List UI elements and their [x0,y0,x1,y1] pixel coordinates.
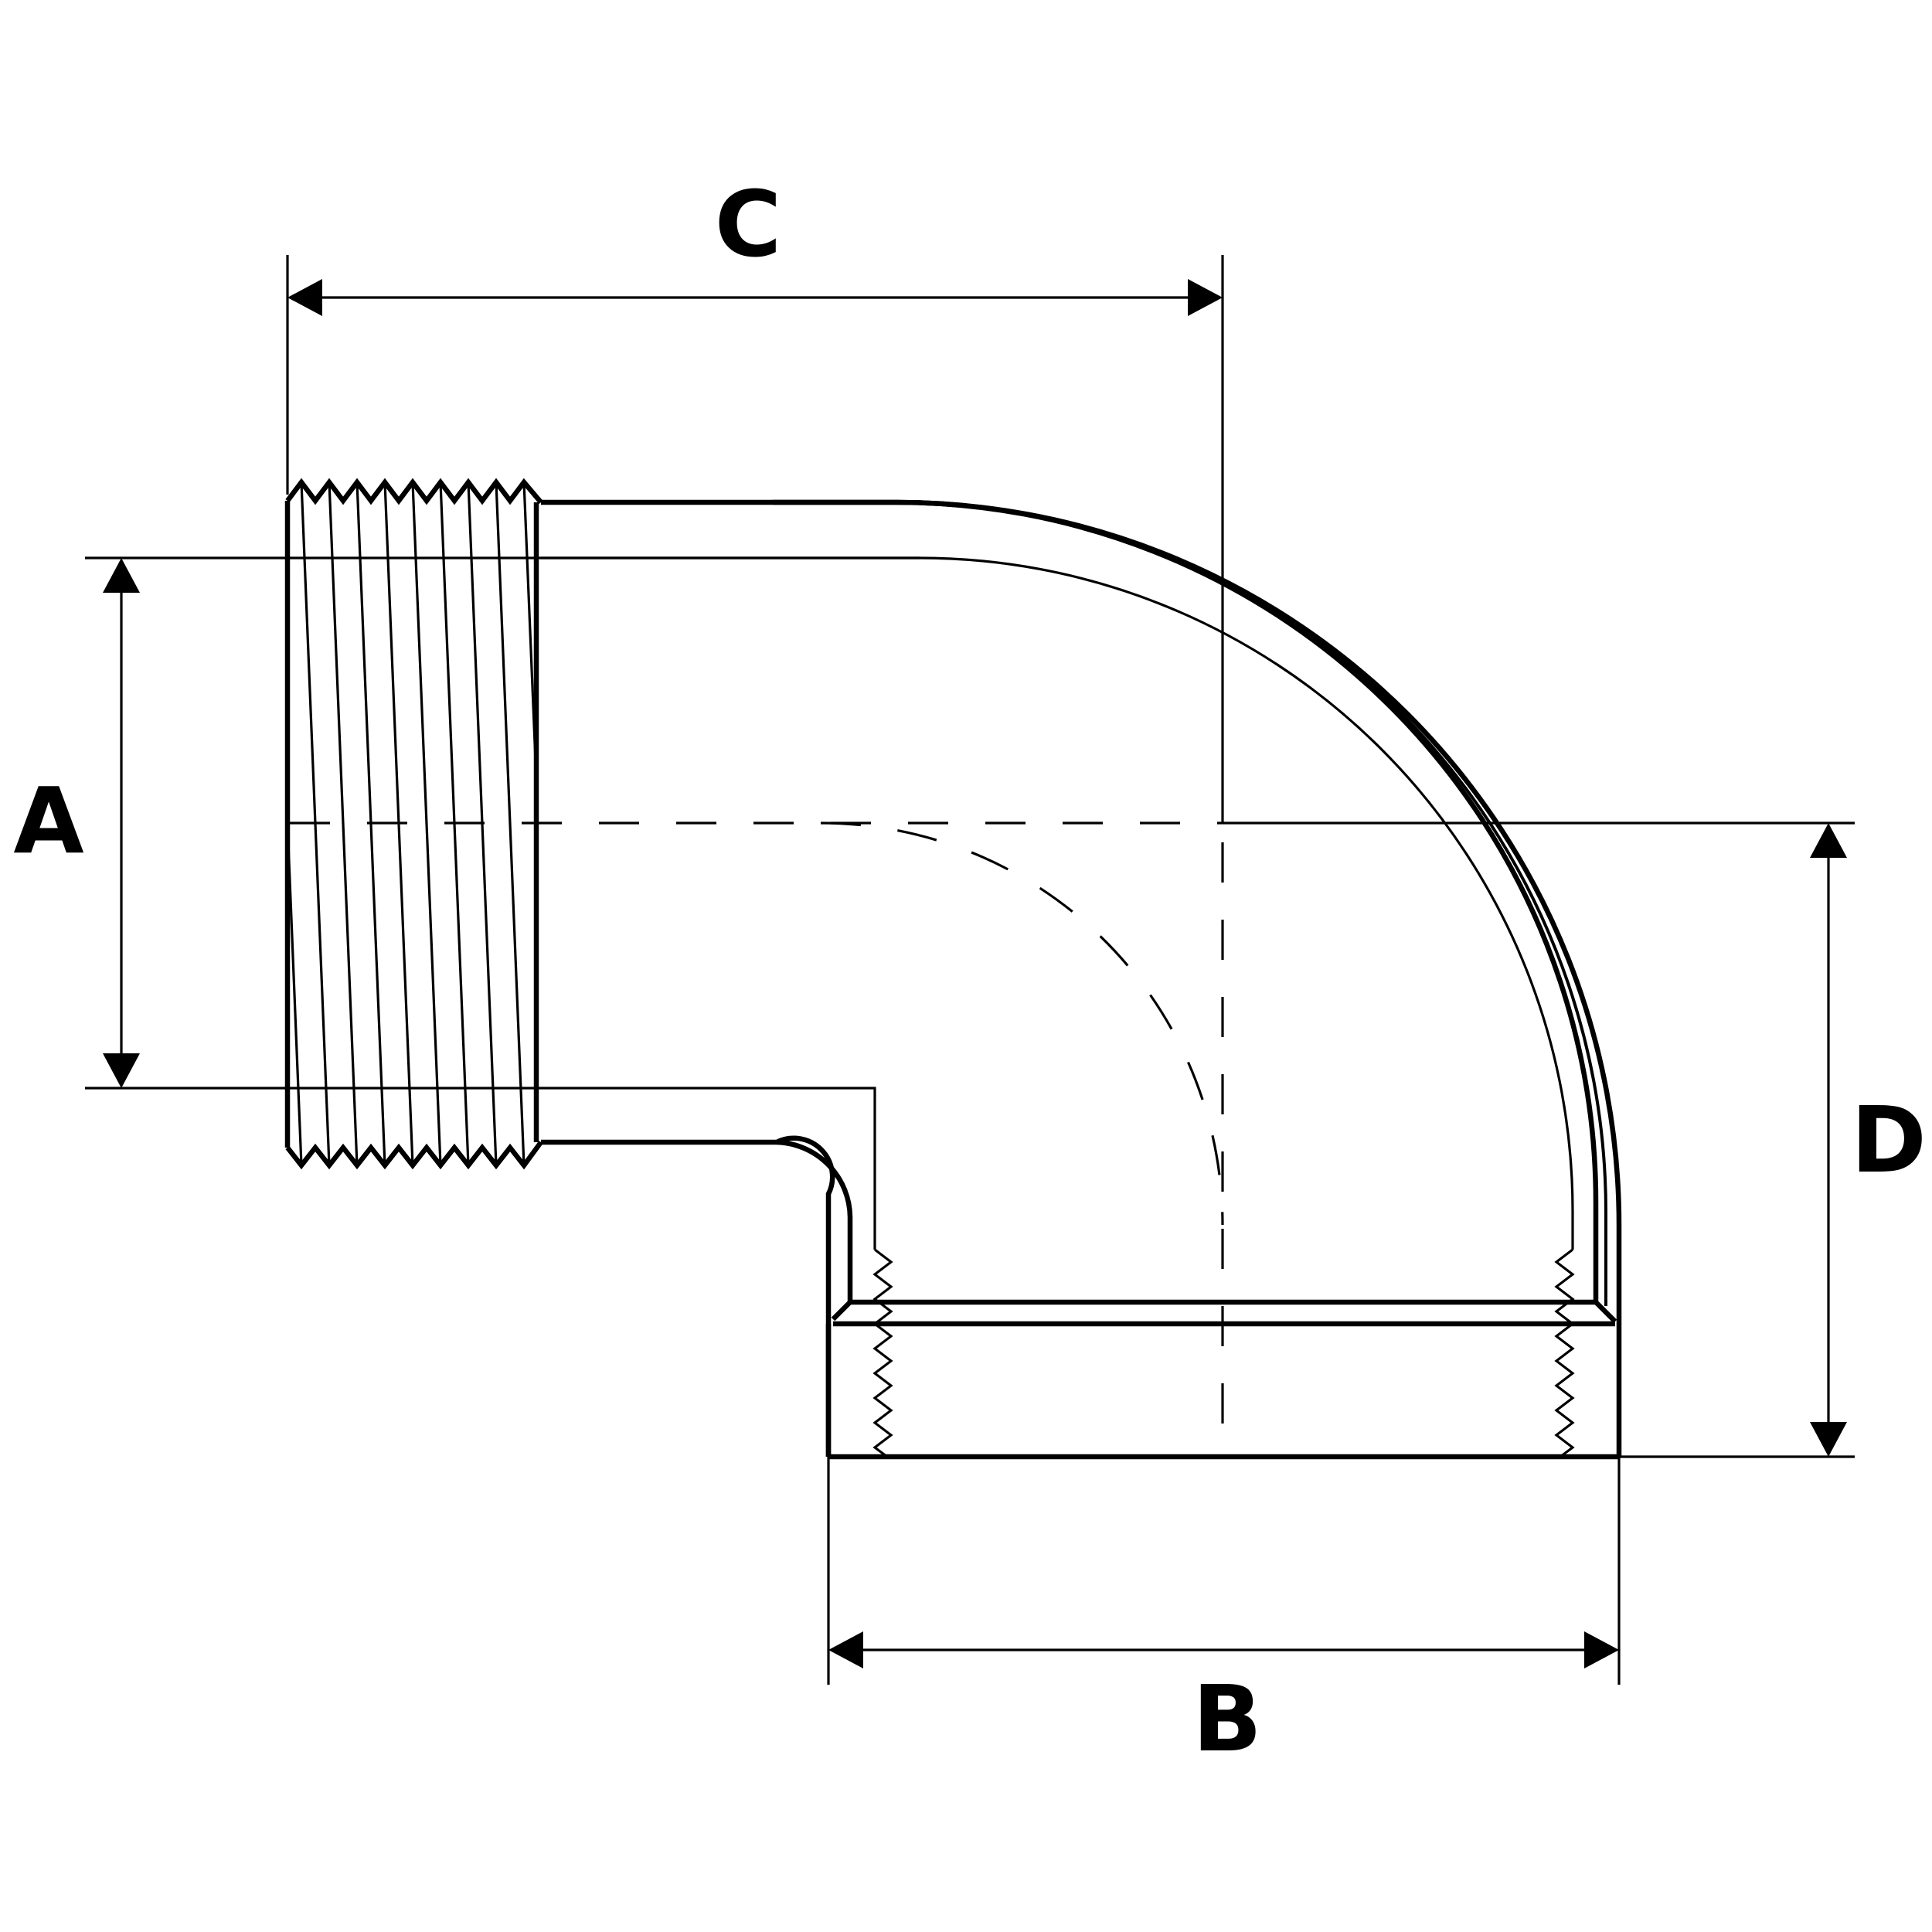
arrowhead-up-icon [103,558,140,593]
dimension-label-b: B [1192,1665,1262,1772]
elbow-body [85,499,1622,1457]
dimension-label-c: C [715,171,782,277]
dimension-d: D [1810,823,1927,1457]
arrowhead-left-icon [287,279,322,316]
arrowhead-right-icon [1584,1631,1619,1668]
arrowhead-down-icon [1810,1422,1847,1457]
dimension-label-a: A [13,767,83,874]
female-socket [825,1248,1619,1460]
extension-lines [85,255,1855,1685]
arrowhead-up-icon [1810,823,1847,858]
dimension-c: C [287,171,1223,316]
dimension-b: B [828,1631,1619,1772]
centerlines [290,821,1224,1457]
arrowhead-right-icon [1188,279,1223,316]
arrowhead-down-icon [103,1053,140,1088]
arrowhead-left-icon [828,1631,863,1668]
dimension-a: A [13,558,140,1088]
dimension-label-d: D [1851,1087,1927,1193]
